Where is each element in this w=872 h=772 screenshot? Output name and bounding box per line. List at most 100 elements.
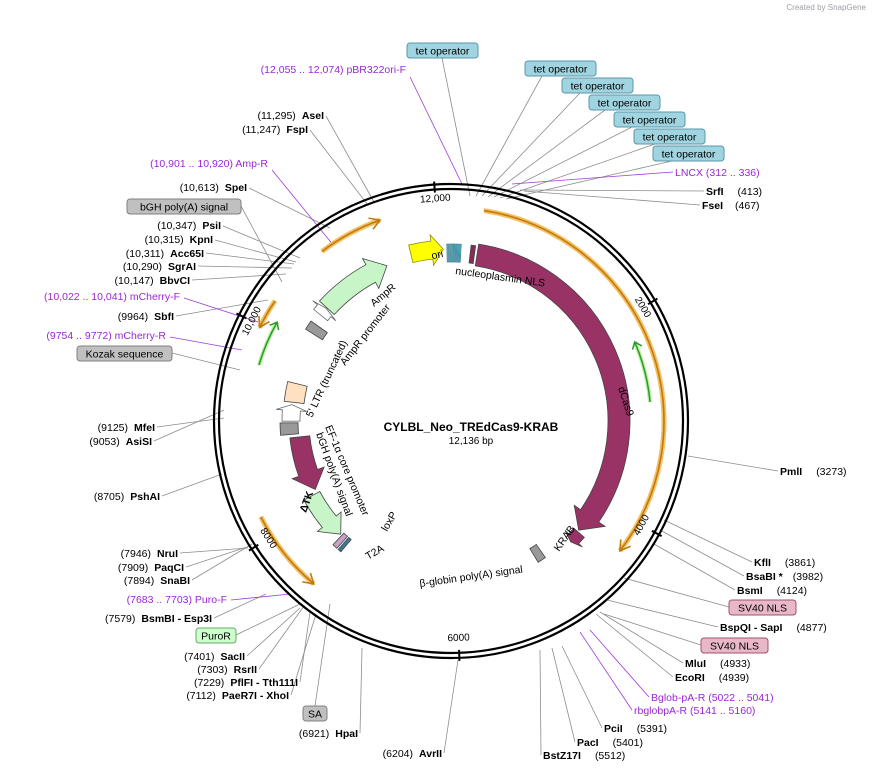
feature-bgh-polya-inner[interactable] — [279, 422, 299, 436]
orf-arc-head — [618, 539, 631, 553]
primer-mcherry-f[interactable]: (10,022 .. 10,041) mCherry-F — [44, 291, 180, 303]
tet-operator-box[interactable] — [633, 128, 706, 145]
primer-lncx[interactable]: LNCX (312 .. 336) — [675, 167, 760, 179]
site-pcii[interactable]: PciI(5391) — [604, 723, 667, 735]
tet-operator-mark[interactable] — [446, 243, 449, 263]
site-bsabi[interactable]: BsaBI *(3982) — [746, 571, 823, 583]
bgh-polya-box[interactable] — [126, 198, 242, 215]
tet-operator-box[interactable] — [613, 111, 686, 128]
site-paci[interactable]: PacI(5401) — [577, 737, 643, 749]
site-bbvci[interactable]: (10,147)BbvCI — [115, 275, 191, 287]
puror-box[interactable] — [195, 627, 237, 644]
tet-operator-box[interactable] — [524, 60, 597, 77]
feature-ampr[interactable] — [318, 257, 388, 316]
site-sgrai[interactable]: (10,290)SgrAI — [123, 261, 196, 273]
site-fspi[interactable]: (11,247)FspI — [242, 124, 308, 136]
site-pmli[interactable]: PmlI(3273) — [780, 466, 847, 478]
feature-ef1a-core-promoter[interactable] — [275, 404, 307, 422]
t2a-label: T2A — [364, 543, 387, 563]
primer-leader-line — [271, 169, 335, 247]
tet-operator-mark[interactable] — [448, 243, 451, 263]
orf-arc — [260, 516, 315, 585]
leader-line — [258, 605, 305, 670]
leader-line — [519, 189, 705, 192]
feature-puror[interactable] — [303, 490, 342, 535]
site-srui[interactable]: (7946)NruI — [121, 548, 178, 560]
sv40-nls-box[interactable] — [728, 599, 797, 616]
site-mfei[interactable]: (9125)MfeI — [98, 422, 155, 434]
tet-operator-mark[interactable] — [456, 243, 460, 263]
site-snabi[interactable]: (7894)SnaBI — [124, 575, 190, 587]
site-paer7i-xhoi[interactable]: (7112)PaeR7I - XhoI — [186, 690, 289, 702]
site-avrii[interactable]: (6204)AvrII — [383, 748, 442, 760]
site-asei[interactable]: (11,295)AseI — [257, 110, 324, 122]
site-acc65i[interactable]: (10,311)Acc65I — [126, 248, 204, 260]
leader-line — [606, 599, 719, 628]
sa-box[interactable] — [302, 705, 328, 722]
site-hpai[interactable]: (6921)HpaI — [299, 728, 358, 740]
kozak-box[interactable] — [76, 345, 173, 362]
site-rsrii[interactable]: (7303)RsrII — [197, 664, 257, 676]
leader-line — [663, 519, 753, 563]
sv40-nls-box[interactable] — [700, 637, 769, 654]
site-sacii[interactable]: (7401)SacII — [184, 651, 245, 663]
site-spei[interactable]: (10,613)SpeI — [180, 182, 247, 194]
feature-bgh-polya-outer[interactable] — [305, 320, 328, 341]
tet-operator-mark[interactable] — [454, 243, 458, 263]
ring-tick-label: 8000 — [257, 526, 279, 551]
site-bsmbi-esp3i[interactable]: (7579)BsmBI - Esp3I — [105, 613, 212, 625]
site-bspqi-sapi[interactable]: BspQI - SapI(4877) — [720, 622, 827, 634]
feature-nucleoplasmin-nls[interactable] — [468, 244, 477, 265]
feature-ori[interactable] — [408, 233, 444, 267]
site-fsei[interactable]: FseI(467) — [702, 200, 760, 212]
leader-line — [443, 659, 459, 754]
feature-beta-globin-polya[interactable] — [529, 543, 546, 563]
site-ecori[interactable]: EcoRI(4939) — [675, 672, 749, 684]
primer-leader-line — [511, 171, 674, 185]
feature-krab[interactable] — [564, 527, 585, 548]
site-paqci[interactable]: (7909)PaqCI — [118, 562, 184, 574]
primer-puro-f[interactable]: (7683 .. 7703) Puro-F — [127, 594, 227, 606]
site-bsmi[interactable]: BsmI(4124) — [737, 585, 807, 597]
sv40-nls-box-label: SV40 NLS — [738, 603, 787, 615]
tet-operator-mark[interactable] — [458, 243, 462, 263]
leader-line — [687, 455, 779, 472]
feature-loxp[interactable] — [337, 536, 352, 553]
site-pshai[interactable]: (8705)PshAI — [94, 491, 160, 503]
primer-pbr322ori-f[interactable]: (12,055 .. 12,074) pBR322ori-F — [261, 64, 406, 76]
tet-operator-box[interactable] — [406, 42, 479, 59]
leader-line — [153, 409, 225, 442]
primer-rbglobpa-r[interactable]: rbglobpA-R (5141 .. 5160) — [634, 705, 755, 717]
green-arc-halo — [632, 341, 653, 403]
orf-arc-head — [258, 315, 270, 329]
leader-line — [551, 647, 576, 743]
feature-t2a[interactable] — [332, 532, 349, 549]
tet-operator-box[interactable] — [561, 77, 634, 94]
site-mlui[interactable]: MluI(4933) — [685, 658, 750, 670]
primer-bglob-pa-r[interactable]: Bglob-pA-R (5022 .. 5041) — [651, 692, 774, 704]
leader-line — [481, 92, 581, 197]
feature-dcas9[interactable] — [474, 243, 631, 531]
tet-operator-label: tet operator — [643, 132, 697, 144]
feature-ampr-promoter[interactable] — [312, 300, 337, 322]
backbone-inner-strand — [217, 187, 685, 655]
kozak-box-label: Kozak sequence — [86, 349, 164, 361]
site-asisi[interactable]: (9053)AsiSI — [89, 436, 152, 448]
site-sbfi[interactable]: (9964)SbfI — [118, 311, 174, 323]
site-pflfi-tth111i[interactable]: (7229)PflFI - Tth111I — [194, 677, 298, 689]
tet-operator-mark[interactable] — [452, 243, 456, 263]
tet-operator-mark[interactable] — [450, 243, 453, 263]
site-bstz17i[interactable]: BstZ17I(5512) — [543, 750, 625, 762]
feature-arcs — [275, 233, 631, 563]
primer-amp-r[interactable]: (10,901 .. 10,920) Amp-R — [150, 158, 268, 170]
site-kfli[interactable]: KflI(3861) — [754, 557, 815, 569]
primer-mcherry-r[interactable]: (9754 .. 9772) mCherry-R — [46, 330, 166, 342]
tet-operator-box[interactable] — [652, 145, 725, 162]
feature-delta-tk[interactable] — [289, 435, 325, 490]
feature-ltr-truncated[interactable] — [283, 381, 308, 405]
tet-operator-box[interactable] — [588, 94, 661, 111]
sa-box-label: SA — [308, 709, 322, 721]
site-psii[interactable]: (10,347)PsiI — [157, 220, 221, 232]
site-srfi[interactable]: SrfI(413) — [706, 186, 762, 198]
site-kpni[interactable]: (10,315)KpnI — [145, 234, 214, 246]
